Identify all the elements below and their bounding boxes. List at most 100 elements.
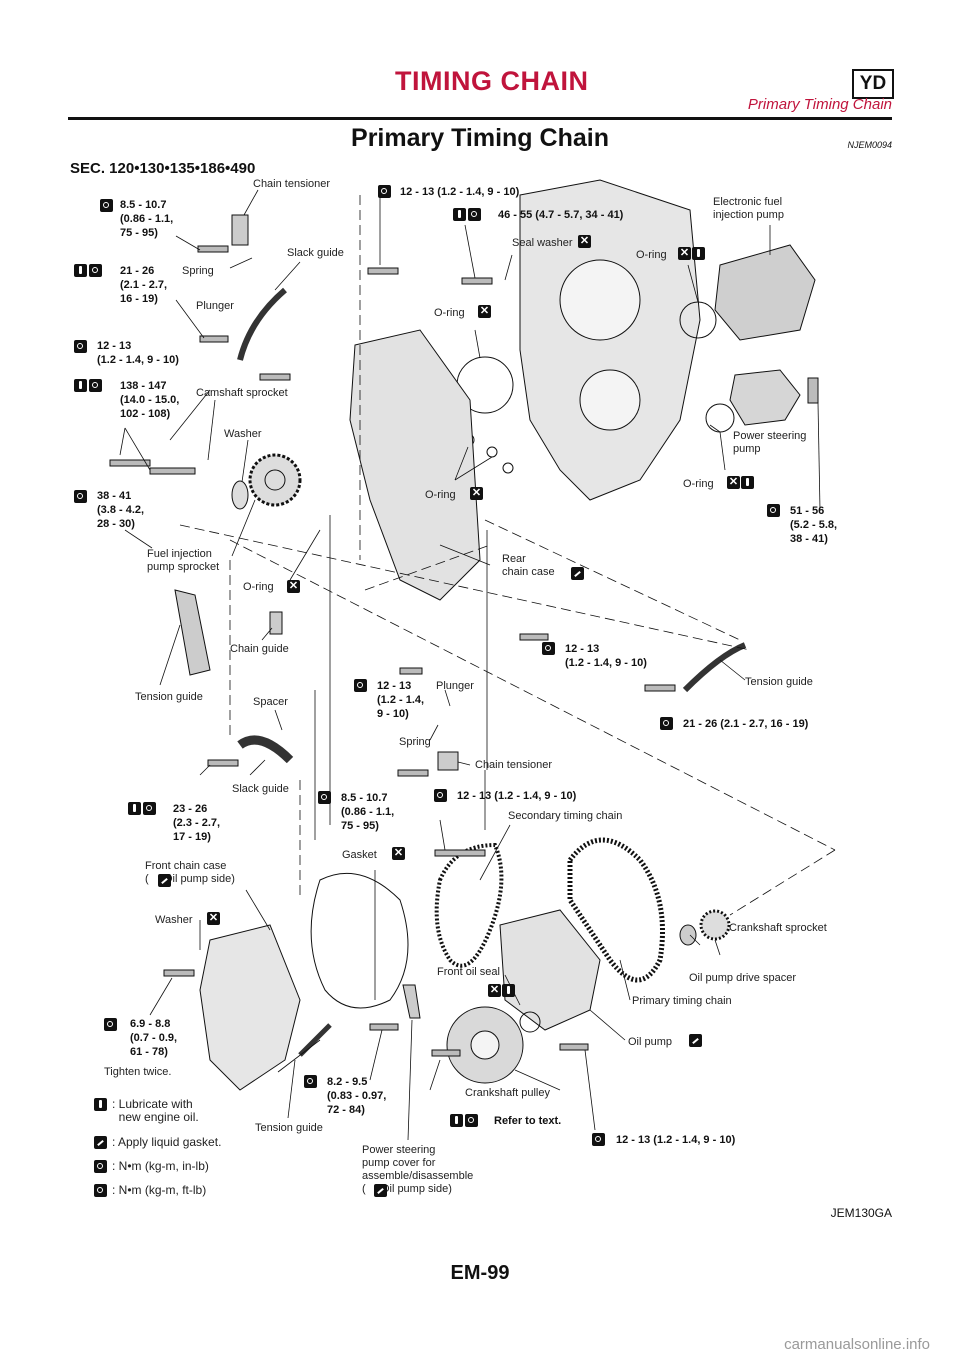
figure-code: JEM130GA (830, 1206, 892, 1220)
label-primary-timing-chain: Primary timing chain (632, 995, 732, 1007)
oil-can-icon (741, 476, 754, 489)
section-title: Primary Timing Chain (351, 124, 609, 152)
bolt (199, 335, 229, 343)
label-washer-bottom: Washer (155, 914, 193, 926)
label-oring-center: O-ring (425, 489, 456, 501)
label-rear-chain-case: Rear chain case (502, 553, 555, 578)
do-not-reuse-icon: ✕ (578, 235, 591, 248)
sec-numbers: SEC. 120•130•135•186•490 (70, 160, 256, 177)
torque-wrench-icon (592, 1133, 605, 1146)
injection-pump (714, 244, 816, 341)
torque-icons (128, 802, 158, 817)
front-chain-case (199, 924, 301, 1091)
bolt (431, 1049, 461, 1057)
camshaft-sprocket (248, 453, 302, 507)
torque-spec-17: Refer to text. (494, 1115, 562, 1127)
section-code: NJEM0094 (847, 140, 892, 150)
torque-spec-12: 12 - 13 (1.2 - 1.4, 9 - 10) (377, 680, 425, 720)
torque-wrench-icon (94, 1184, 107, 1197)
tension-guide-bottom (298, 1023, 332, 1057)
header-rule (68, 117, 892, 120)
slack-guide-bottom (237, 735, 294, 764)
torque-wrench-icon (468, 208, 481, 221)
torque-spec-15: 12 - 13 (1.2 - 1.4, 9 - 10) (457, 790, 577, 802)
ps-pump-cover (402, 984, 421, 1019)
chain-guide (269, 611, 283, 635)
torque-spec-1: 8.5 - 10.7 (0.86 - 1.1, 75 - 95) (120, 199, 174, 239)
oil-can-icon (502, 984, 515, 997)
label-front-chain-case: Front chain case ( Oil pump side) (145, 860, 235, 885)
torque-wrench-icon (354, 679, 367, 692)
torque-icons (104, 1018, 119, 1033)
torque-wrench-icon (767, 504, 780, 517)
torque-icons (74, 490, 89, 505)
torque-wrench-icon (74, 340, 87, 353)
oil-pump (499, 909, 601, 1031)
label-oring-right: O-ring (683, 478, 714, 490)
torque-wrench-icon (465, 1114, 478, 1127)
bolt (434, 849, 486, 857)
label-fuel-injection-pump-sprocket: Fuel injection pump sprocket (147, 548, 220, 573)
block-bore (559, 259, 641, 341)
front-oil-seal (519, 1011, 541, 1033)
oil-can-icon (453, 208, 466, 221)
do-not-reuse-icon: ✕ (287, 580, 300, 593)
label-electronic-pump: Electronic fuel injection pump (713, 196, 784, 221)
bolt (109, 459, 151, 467)
label-power-steering-pump: Power steering pump (733, 430, 807, 455)
torque-spec-4: 138 - 147 (14.0 - 15.0, 102 - 108) (120, 380, 180, 420)
liquid-gasket-icon (94, 1136, 107, 1149)
torque-wrench-icon (89, 379, 102, 392)
label-oring-mid: O-ring (243, 581, 274, 593)
watermark[interactable]: carmanualsonline.info (784, 1336, 930, 1353)
torque-spec-9: 46 - 55 (4.7 - 5.7, 34 - 41) (498, 209, 624, 221)
secondary-timing-chain (434, 842, 504, 968)
legend-nm-inlb: : N•m (kg-m, in-lb) (112, 1159, 209, 1173)
label-tension-guide-right: Tension guide (745, 676, 813, 688)
torque-icons (453, 208, 483, 223)
do-not-reuse-icon: ✕ (678, 247, 691, 260)
slack-guide-top (237, 287, 287, 361)
label-seal-washer: Seal washer (512, 237, 573, 249)
oil-can-icon (450, 1114, 463, 1127)
do-not-reuse-icon: ✕ (207, 912, 220, 925)
bolt (399, 667, 423, 675)
torque-wrench-icon (542, 642, 555, 655)
torque-icons (304, 1075, 319, 1090)
bolt (519, 633, 549, 641)
torque-icons (318, 791, 333, 806)
crankshaft-sprocket (699, 909, 731, 941)
tension-guide-left (174, 589, 211, 676)
torque-spec-10: 51 - 56 (5.2 - 5.8, 38 - 41) (790, 505, 838, 545)
do-not-reuse-icon: ✕ (478, 305, 491, 318)
label-chain-guide: Chain guide (230, 643, 289, 655)
label-slack-guide-bottom: Slack guide (232, 783, 289, 795)
label-crankshaft-pulley: Crankshaft pulley (465, 1087, 550, 1099)
torque-wrench-icon (74, 490, 87, 503)
header-title: TIMING CHAIN (395, 66, 589, 96)
torque-icons (378, 185, 393, 200)
torque-icons (542, 642, 557, 657)
chain-tensioner-top (231, 214, 249, 246)
bolt (197, 245, 229, 253)
oil-can-icon (74, 379, 87, 392)
label-slack-guide-top: Slack guide (287, 247, 344, 259)
tension-guide-right (682, 642, 747, 693)
block-bore (579, 369, 641, 431)
oil-can-icon (128, 802, 141, 815)
legend-nm-ftlb: : N•m (kg-m, ft-lb) (112, 1183, 207, 1197)
torque-wrench-icon (304, 1075, 317, 1088)
torque-wrench-icon (100, 199, 113, 212)
label-washer-top: Washer (224, 428, 262, 440)
torque-spec-13: 21 - 26 (2.1 - 2.7, 16 - 19) (683, 718, 809, 730)
washer-top (231, 480, 249, 510)
liquid-gasket-icon (374, 1184, 387, 1197)
bolt (559, 1043, 589, 1051)
label-oil-pump-drive-spacer: Oil pump drive spacer (689, 972, 796, 984)
label-spacer: Spacer (253, 696, 288, 708)
label-secondary-timing-chain: Secondary timing chain (508, 810, 623, 822)
torque-wrench-icon (94, 1160, 107, 1173)
torque-icons (74, 340, 89, 355)
bolt (163, 969, 195, 977)
